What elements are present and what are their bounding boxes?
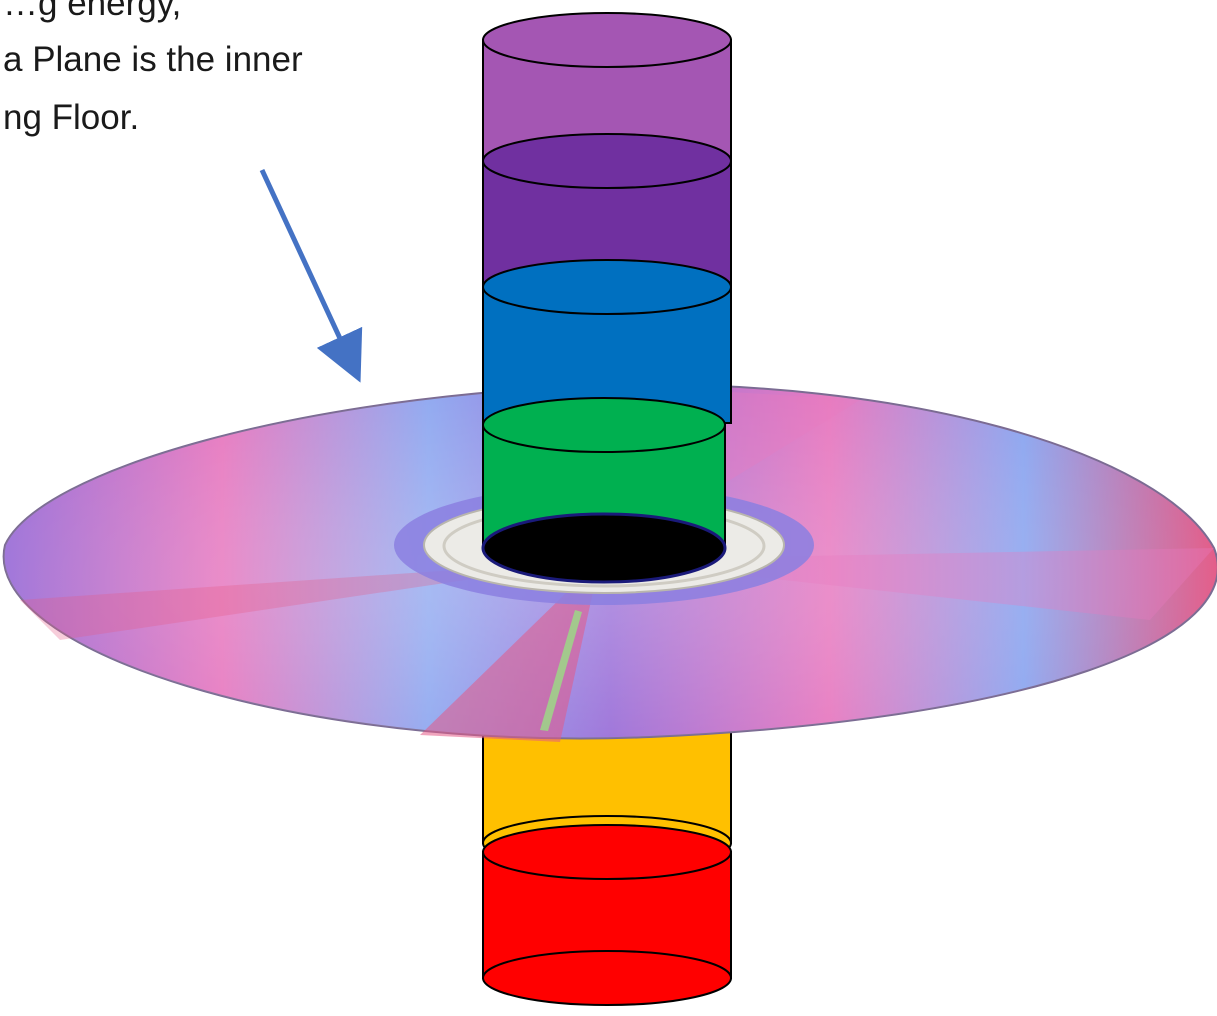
pointer-arrow [259, 168, 363, 383]
green-cylinder [481, 397, 727, 584]
caption-line-3: ng Floor. [3, 98, 140, 137]
caption-line-2: a Plane is the inner [3, 40, 303, 79]
disc-green-streak [540, 610, 582, 731]
central-opening [481, 512, 727, 584]
red-cylinder [482, 824, 732, 1006]
caption-line-1: …g energy, [3, 0, 182, 23]
